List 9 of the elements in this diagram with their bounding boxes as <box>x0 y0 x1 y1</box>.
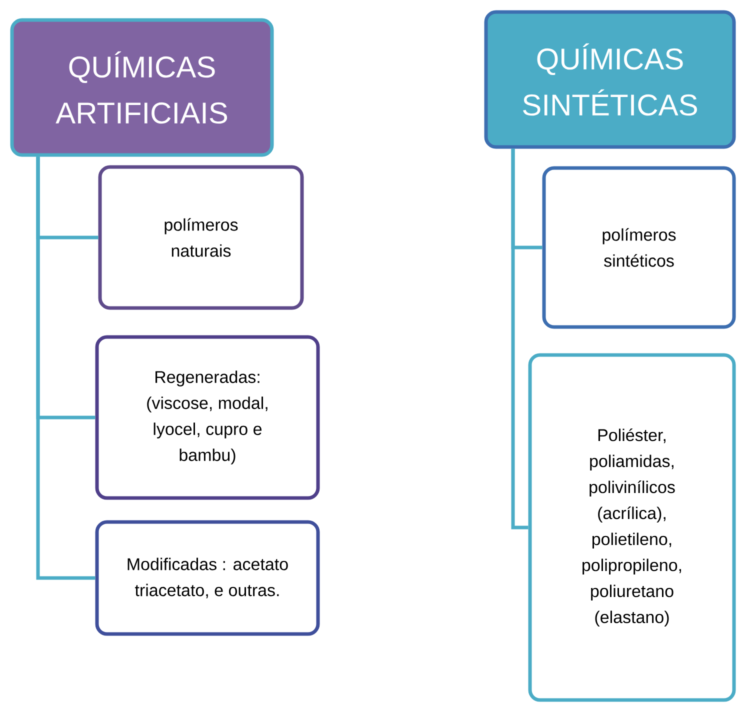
category-box: polímeros sintéticos <box>542 166 736 329</box>
connector-line <box>511 148 528 530</box>
category-box: Poliéster, poliamidas, polivinílicos (acrílica), polietileno, polipropileno, poliuretano (elastano) <box>528 353 736 702</box>
category-header-box: QUÍMICAS ARTIFICIAIS <box>10 18 274 157</box>
connector-line <box>36 156 96 580</box>
category-box: Modificadas : acetato triacetato, e outras. <box>95 520 320 636</box>
category-header-box: QUÍMICAS SINTÉTICAS <box>484 10 736 149</box>
category-box: Regeneradas: (viscose, modal, lyocel, cupro e bambu) <box>95 335 320 500</box>
category-box: polímeros naturais <box>98 165 304 310</box>
